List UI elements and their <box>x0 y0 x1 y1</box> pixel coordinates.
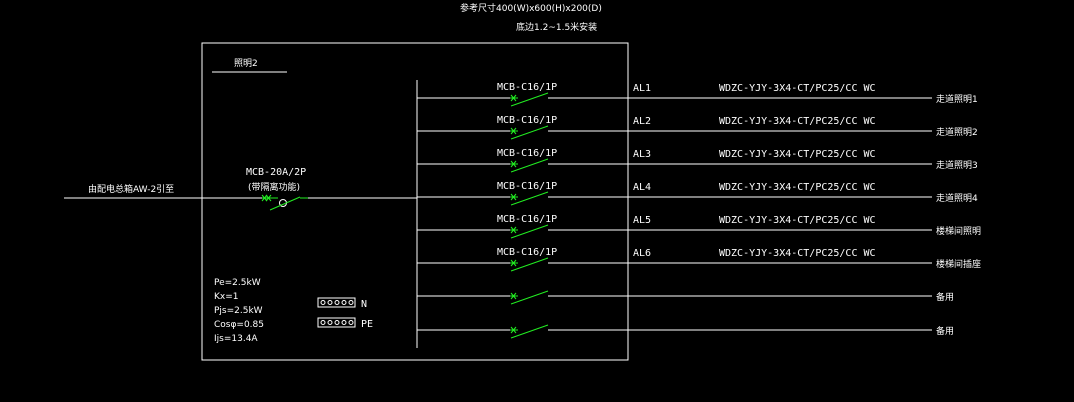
terminal-n-label: N <box>361 299 367 310</box>
param-kx: Kx=1 <box>214 292 239 302</box>
circuit-id: AL3 <box>633 149 651 160</box>
header-size-note: 参考尺寸400(W)x600(H)x200(D) <box>460 2 602 14</box>
circuit-row: 备用 <box>417 290 954 305</box>
circuit-breaker-symbol <box>510 290 549 305</box>
incoming-breaker-symbol <box>261 194 308 211</box>
incoming-source-label: 由配电总箱AW-2引至 <box>88 183 174 195</box>
incoming-breaker-label: MCB-20A/2P <box>246 167 306 178</box>
circuit-breaker-label: MCB-C16/1P <box>497 181 557 192</box>
circuit-row: MCB-C16/1P AL2 WDZC-YJY-3X4-CT/PC25/CC WC 走… <box>417 115 978 140</box>
circuit-load: 楼梯间插座 <box>936 258 981 270</box>
circuit-breaker-symbol <box>510 324 549 339</box>
circuit-breaker-symbol <box>510 92 549 107</box>
incoming-breaker-note: (带隔离功能) <box>248 181 300 193</box>
circuit-cable: WDZC-YJY-3X4-CT/PC25/CC WC <box>719 248 876 259</box>
circuit-breaker-label: MCB-C16/1P <box>497 214 557 225</box>
param-pe: Pe=2.5kW <box>214 278 261 288</box>
circuit-id: AL1 <box>633 83 651 94</box>
circuit-breaker-symbol <box>510 158 549 173</box>
circuit-cable: WDZC-YJY-3X4-CT/PC25/CC WC <box>719 116 876 127</box>
circuit-id: AL2 <box>633 116 651 127</box>
circuit-load: 走道照明2 <box>936 126 978 138</box>
circuit-load: 走道照明3 <box>936 159 978 171</box>
circuit-breaker-symbol <box>510 125 549 140</box>
panel-title: 照明2 <box>234 58 258 69</box>
circuit-breaker-label: MCB-C16/1P <box>497 115 557 126</box>
param-ijs: Ijs=13.4A <box>214 334 258 344</box>
circuit-breaker-symbol <box>510 224 549 239</box>
circuit-cable: WDZC-YJY-3X4-CT/PC25/CC WC <box>719 83 876 94</box>
circuit-breaker-label: MCB-C16/1P <box>497 247 557 258</box>
panel-outline <box>201 42 629 361</box>
circuit-cable: WDZC-YJY-3X4-CT/PC25/CC WC <box>719 215 876 226</box>
circuit-id: AL6 <box>633 248 651 259</box>
circuit-cable: WDZC-YJY-3X4-CT/PC25/CC WC <box>719 182 876 193</box>
terminal-strip-n <box>317 297 356 308</box>
circuit-row: MCB-C16/1P AL1 WDZC-YJY-3X4-CT/PC25/CC WC 走… <box>417 82 978 107</box>
param-pjs: Pjs=2.5kW <box>214 306 263 316</box>
circuit-breaker-symbol <box>510 257 549 272</box>
circuit-load: 备用 <box>936 325 954 337</box>
circuit-breaker-label: MCB-C16/1P <box>497 148 557 159</box>
circuit-load: 楼梯间照明 <box>936 225 981 237</box>
circuit-row: MCB-C16/1P AL5 WDZC-YJY-3X4-CT/PC25/CC WC 楼… <box>417 214 981 239</box>
circuit-id: AL4 <box>633 182 651 193</box>
terminal-pe-label: PE <box>361 319 373 330</box>
circuit-row: MCB-C16/1P AL3 WDZC-YJY-3X4-CT/PC25/CC WC 走… <box>417 148 978 173</box>
terminal-strip-pe <box>317 317 356 328</box>
circuit-id: AL5 <box>633 215 651 226</box>
circuit-breaker-label: MCB-C16/1P <box>497 82 557 93</box>
circuit-breaker-symbol <box>510 191 549 206</box>
circuit-row: MCB-C16/1P AL6 WDZC-YJY-3X4-CT/PC25/CC WC 楼… <box>417 247 981 272</box>
param-cos: Cosφ=0.85 <box>214 320 264 330</box>
circuit-load: 走道照明4 <box>936 192 978 204</box>
circuit-load: 走道照明1 <box>936 93 978 105</box>
circuit-row: MCB-C16/1P AL4 WDZC-YJY-3X4-CT/PC25/CC WC 走… <box>417 181 978 206</box>
circuit-row: 备用 <box>417 324 954 339</box>
circuit-load: 备用 <box>936 291 954 303</box>
header-install-note: 底边1.2~1.5米安装 <box>516 21 597 33</box>
circuit-cable: WDZC-YJY-3X4-CT/PC25/CC WC <box>719 149 876 160</box>
